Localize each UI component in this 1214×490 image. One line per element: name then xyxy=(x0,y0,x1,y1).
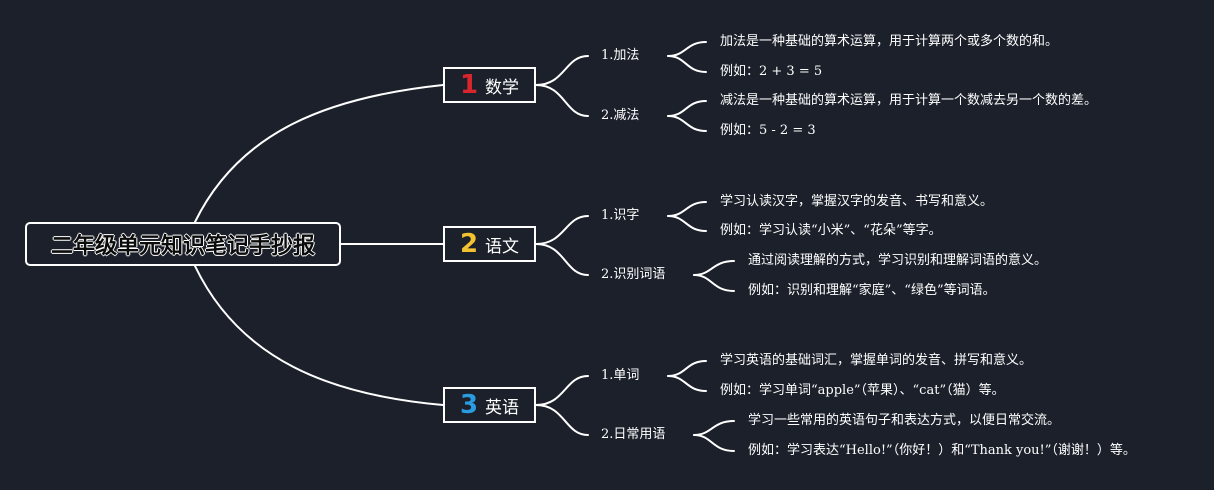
link-chinese-t2-leaf2 xyxy=(693,274,735,292)
link-chinese-t2-leaf1 xyxy=(693,260,735,276)
link-math-t2-leaf2 xyxy=(667,115,707,132)
link-root-english xyxy=(194,265,444,406)
subject-label: 数学 xyxy=(485,77,520,98)
leaf-text[interactable]: 减法是一种基础的算术运算，用于计算一个数减去另一个数的差。 xyxy=(720,93,1098,108)
subject-math[interactable]: 1 数学 xyxy=(443,67,536,103)
subject-english[interactable]: 3 英语 xyxy=(443,387,536,423)
link-math-topic1 xyxy=(535,55,589,86)
leaf-text[interactable]: 加法是一种基础的算术运算，用于计算两个或多个数的和。 xyxy=(720,34,1059,49)
topic-literacy[interactable]: 1.识字 xyxy=(601,208,640,223)
leaf-text[interactable]: 学习认读汉字，掌握汉字的发音、书写和意义。 xyxy=(720,194,994,209)
leaf-text[interactable]: 例如：学习单词“apple”（苹果）、“cat”（猫）等。 xyxy=(720,383,1005,398)
link-english-t1-leaf1 xyxy=(667,360,707,377)
number-badge: 1 xyxy=(459,70,479,100)
subject-chinese[interactable]: 2 语文 xyxy=(443,226,536,262)
link-math-t1-leaf2 xyxy=(667,55,707,73)
link-root-math xyxy=(194,84,444,223)
topic-word-recognition[interactable]: 2.识别词语 xyxy=(601,267,666,282)
link-chinese-t1-leaf2 xyxy=(667,215,707,232)
link-math-t2-leaf1 xyxy=(667,100,707,117)
link-english-topic2 xyxy=(535,404,589,436)
link-english-topic1 xyxy=(535,375,589,406)
topic-subtraction[interactable]: 2.减法 xyxy=(601,108,640,123)
link-math-topic2 xyxy=(535,84,589,117)
link-english-t2-leaf1 xyxy=(693,420,735,436)
link-chinese-topic1 xyxy=(535,215,589,245)
link-english-t1-leaf2 xyxy=(667,375,707,392)
leaf-text[interactable]: 学习英语的基础词汇，掌握单词的发音、拼写和意义。 xyxy=(720,353,1033,368)
leaf-text[interactable]: 通过阅读理解的方式，学习识别和理解词语的意义。 xyxy=(748,253,1048,268)
link-chinese-t1-leaf1 xyxy=(667,201,707,217)
leaf-text[interactable]: 例如：学习认读“小米”、“花朵”等字。 xyxy=(720,223,942,238)
leaf-text[interactable]: 例如：5 - 2 = 3 xyxy=(720,123,816,138)
topic-vocabulary[interactable]: 1.单词 xyxy=(601,368,640,383)
subject-label: 英语 xyxy=(485,397,520,418)
topic-addition[interactable]: 1.加法 xyxy=(601,48,640,63)
link-english-t2-leaf2 xyxy=(693,434,735,452)
number-badge: 3 xyxy=(459,390,479,420)
leaf-text[interactable]: 例如：学习表达“Hello!”（你好！）和“Thank you!”（谢谢！）等。 xyxy=(748,443,1136,458)
leaf-text[interactable]: 学习一些常用的英语句子和表达方式，以便日常交流。 xyxy=(748,413,1061,428)
link-math-t1-leaf1 xyxy=(667,41,707,57)
root-topic[interactable]: 二年级单元知识笔记手抄报 xyxy=(25,222,341,266)
subject-label: 语文 xyxy=(485,236,520,257)
leaf-text[interactable]: 例如：识别和理解“家庭”、“绿色”等词语。 xyxy=(748,283,996,298)
topic-daily-phrases[interactable]: 2.日常用语 xyxy=(601,427,666,442)
leaf-text[interactable]: 例如：2 + 3 = 5 xyxy=(720,64,823,79)
link-chinese-topic2 xyxy=(535,243,589,276)
number-badge: 2 xyxy=(459,229,479,259)
root-title: 二年级单元知识笔记手抄报 xyxy=(50,234,315,259)
